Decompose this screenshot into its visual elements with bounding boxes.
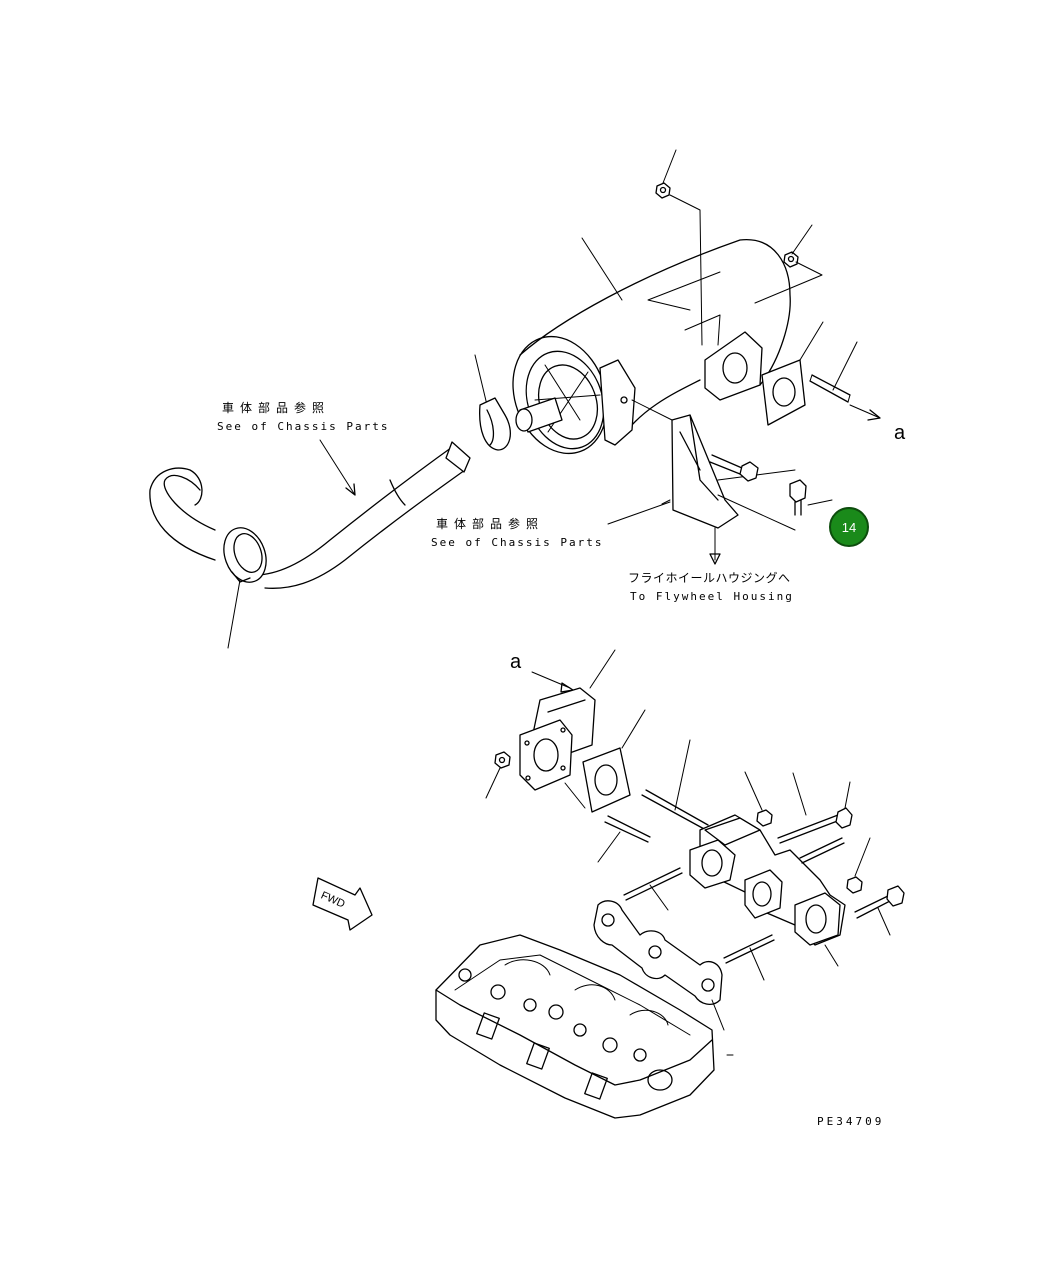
nut-lower bbox=[494, 751, 511, 769]
nut-top bbox=[655, 182, 671, 199]
nut-right bbox=[783, 251, 799, 268]
reference-a-bottom: a bbox=[510, 651, 522, 673]
bolt-vertical bbox=[789, 479, 833, 516]
flywheel-note-jp: フライホイールハウジングへ bbox=[628, 571, 791, 585]
manifold-gasket bbox=[593, 900, 723, 1006]
chassis-note-en-top: See of Chassis Parts bbox=[217, 420, 390, 433]
part-callout-14[interactable]: 14 bbox=[829, 507, 869, 547]
chassis-note-jp-mid: 車体部品参照 bbox=[436, 517, 545, 531]
muffler bbox=[512, 239, 791, 455]
reference-a-top: a bbox=[894, 422, 906, 444]
stud-lower-1 bbox=[641, 789, 709, 831]
nut-manifold-1 bbox=[756, 809, 773, 827]
gasket-top bbox=[761, 359, 806, 426]
gasket-lower bbox=[582, 747, 631, 813]
cylinder-head bbox=[435, 934, 715, 1119]
callout-number: 14 bbox=[841, 519, 857, 535]
tail-pipe bbox=[149, 441, 471, 589]
bolts-manifold bbox=[623, 807, 905, 964]
fwd-arrow bbox=[312, 877, 373, 931]
chassis-note-en-mid: See of Chassis Parts bbox=[431, 536, 604, 549]
exhaust-manifold bbox=[689, 814, 846, 946]
stud-bolt-top bbox=[809, 374, 851, 403]
drawing-number: PE34709 bbox=[817, 1115, 885, 1128]
bolt-bracket bbox=[709, 454, 759, 482]
exhaust-elbow bbox=[519, 687, 596, 791]
chassis-note-jp-top: 車体部品参照 bbox=[222, 401, 331, 415]
pipe-clamp bbox=[479, 397, 511, 451]
nut-manifold-2 bbox=[846, 876, 863, 894]
flywheel-note-en: To Flywheel Housing bbox=[630, 590, 794, 603]
stud-lower-2 bbox=[604, 815, 651, 843]
